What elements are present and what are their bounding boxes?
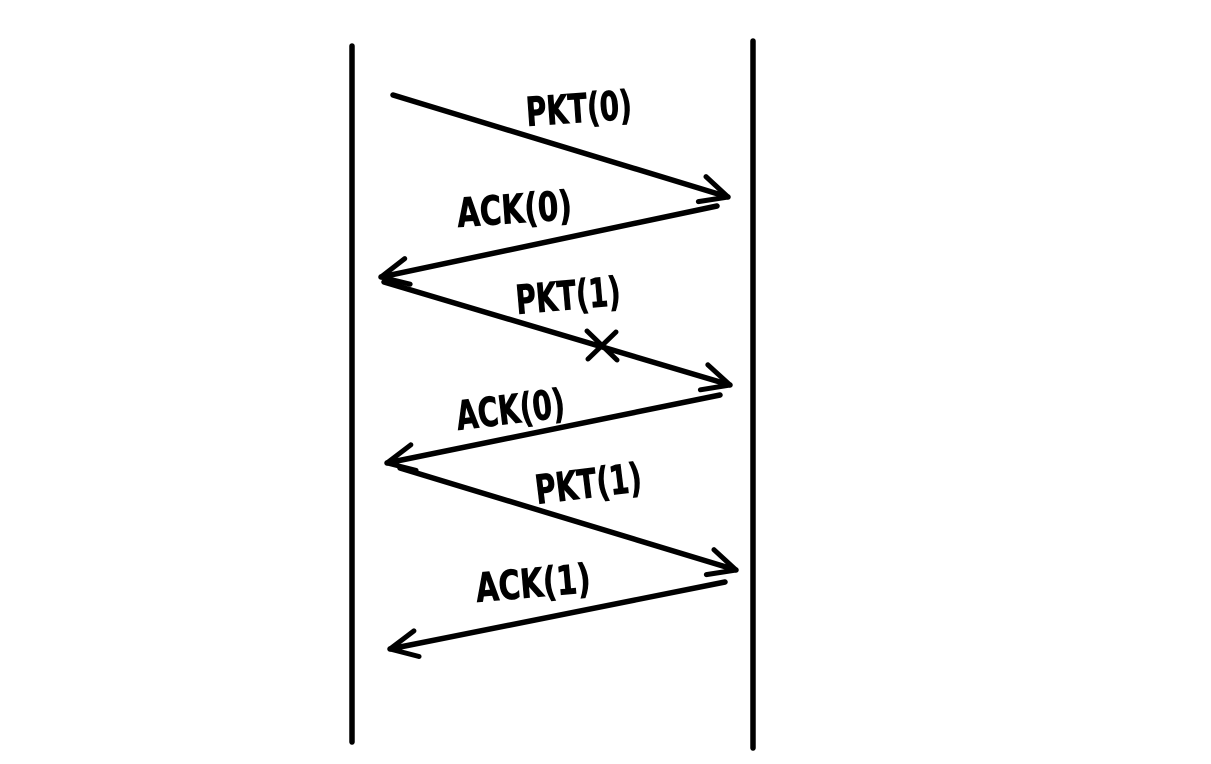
message-arrow-line xyxy=(387,579,728,652)
message-arrow-line xyxy=(390,92,731,200)
arrowhead-right-icon xyxy=(697,382,733,393)
packet-loss-x-mark xyxy=(585,329,619,362)
arrowhead-left-icon xyxy=(387,628,417,652)
message-arrow-line xyxy=(384,392,723,466)
arrowhead-left-icon xyxy=(378,274,413,287)
arrowhead-right-icon xyxy=(703,174,731,200)
arrowhead-right-icon xyxy=(705,362,733,388)
message-label-ack0-first: ACK(0) xyxy=(455,183,573,237)
arrowhead-left-icon xyxy=(378,256,408,280)
message-label-ack1: ACK(1) xyxy=(474,556,593,612)
message-label-pkt0: PKT(0) xyxy=(524,83,633,136)
message-arrow-line xyxy=(397,465,739,573)
message-arrow-line xyxy=(378,203,720,280)
arrowhead-right-icon xyxy=(711,547,739,573)
message-label-pkt1-retransmit: PKT(1) xyxy=(533,455,645,514)
arrowhead-right-icon xyxy=(703,567,739,578)
arrowhead-left-icon xyxy=(387,646,422,659)
arrowhead-left-icon xyxy=(384,442,414,466)
message-label-pkt1-lost: PKT(1) xyxy=(514,269,623,324)
message-arrow-line xyxy=(381,279,733,388)
arrowhead-right-icon xyxy=(695,194,731,205)
